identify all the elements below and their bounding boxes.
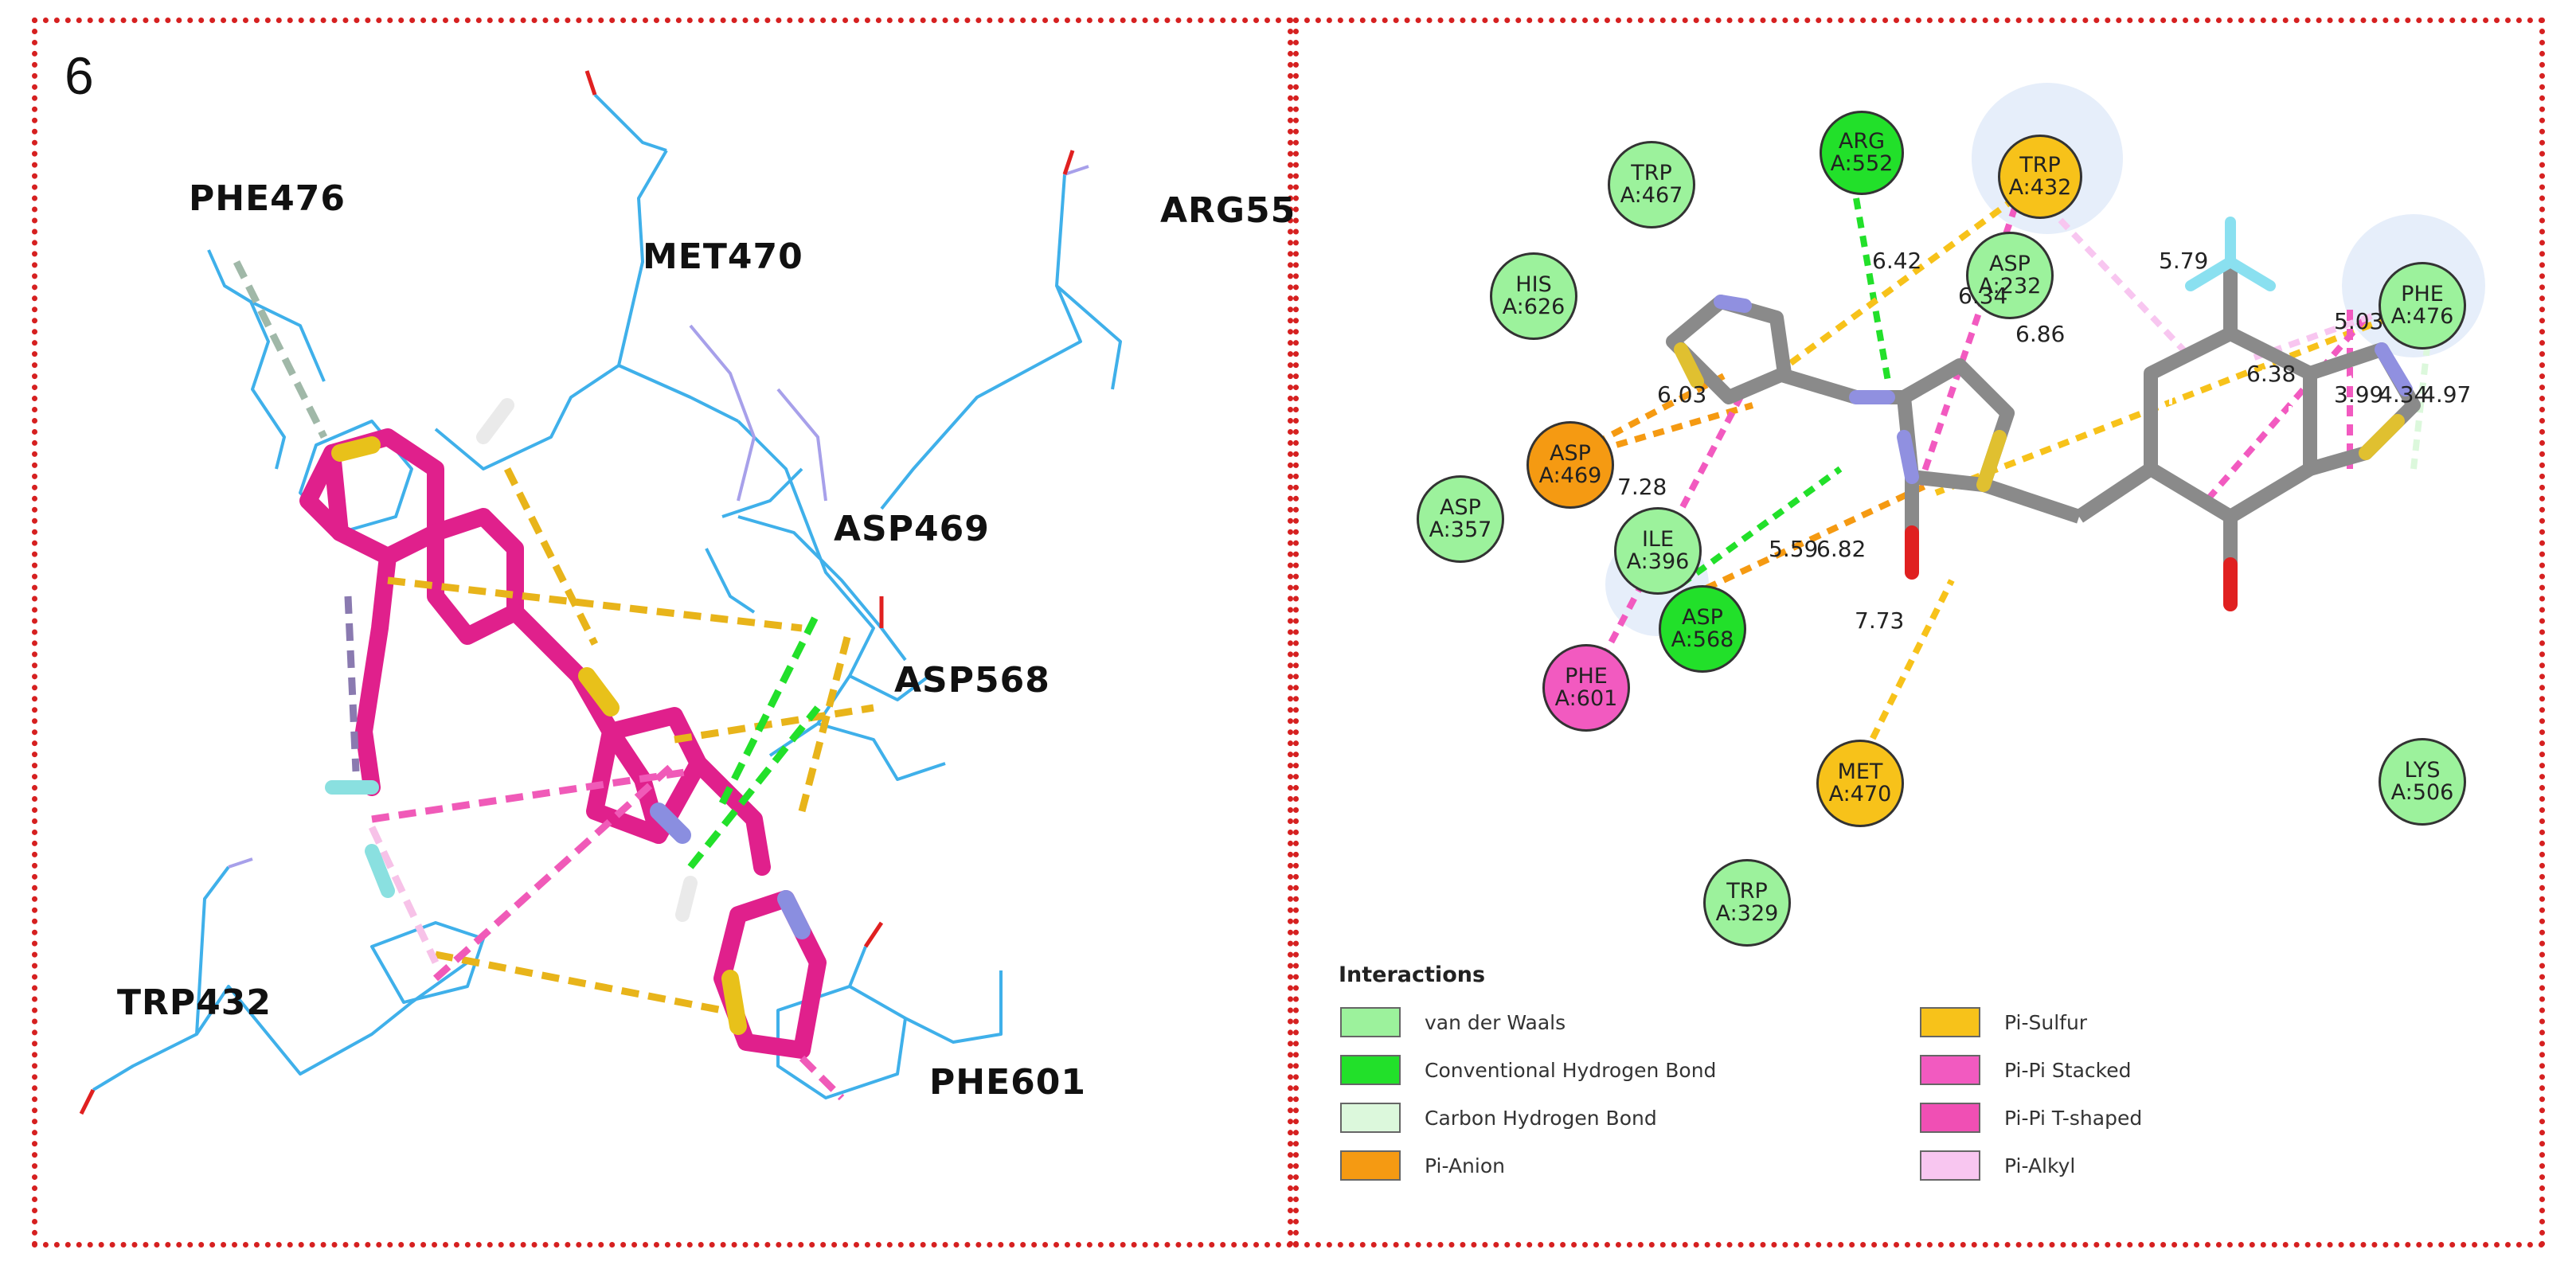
legend-item-pi-pi-t-shaped: Pi-Pi T-shaped [1920, 1103, 2142, 1133]
legend-item-conventional-hbond: Conventional Hydrogen Bond [1340, 1055, 1716, 1085]
legend-swatch [1920, 1103, 1980, 1133]
residue-label-trp432: TRP432 [117, 982, 272, 1023]
legend-swatch [1920, 1150, 1980, 1181]
docking-3d-panel: 6 PHE476 MET470 ARG552 ASP469 ASP568 TRP… [32, 18, 1320, 1248]
legend-item-vdw: van der Waals [1340, 1007, 1566, 1037]
legend-swatch [1340, 1007, 1401, 1037]
distance-label: 5.03 [2334, 308, 2384, 334]
residue-label-phe601: PHE601 [929, 1062, 1086, 1103]
distance-label: 5.79 [2159, 248, 2209, 274]
distance-label: 6.82 [1816, 536, 1867, 562]
distance-label: 7.73 [1855, 607, 1905, 634]
legend-swatch [1920, 1007, 1980, 1037]
distance-label: 4.34 [2379, 381, 2429, 408]
legend-item-pi-sulfur: Pi-Sulfur [1920, 1007, 2087, 1037]
legend-swatch [1340, 1150, 1401, 1181]
distance-label: 6.38 [2246, 361, 2297, 387]
legend-swatch [1920, 1055, 1980, 1085]
distance-label: 6.42 [1872, 248, 1922, 274]
legend-swatch [1340, 1103, 1401, 1133]
residue-label-asp469: ASP469 [834, 509, 990, 549]
distance-label: 7.28 [1617, 474, 1667, 500]
residue-label-phe476: PHE476 [189, 178, 346, 219]
legend-item-pi-pi-stacked: Pi-Pi Stacked [1920, 1055, 2132, 1085]
distance-label: 5.59 [1769, 536, 1819, 562]
distance-label: 6.34 [1958, 283, 2008, 309]
docking-3d-illustration [79, 70, 1122, 1115]
legend-item-pi-alkyl: Pi-Alkyl [1920, 1150, 2075, 1181]
legend-swatch [1340, 1055, 1401, 1085]
residue-label-asp568: ASP568 [894, 660, 1050, 701]
distance-label: 6.03 [1657, 381, 1707, 408]
legend-item-carbon-hbond: Carbon Hydrogen Bond [1340, 1103, 1657, 1133]
distance-label: 3.99 [2334, 381, 2384, 408]
distance-label: 4.97 [2422, 381, 2472, 408]
distance-label: 6.86 [2015, 321, 2066, 347]
panel-number: 6 [64, 46, 94, 105]
legend-item-pi-anion: Pi-Anion [1340, 1150, 1505, 1181]
residue-label-met470: MET470 [643, 236, 803, 277]
legend-title: Interactions [1339, 963, 1486, 987]
